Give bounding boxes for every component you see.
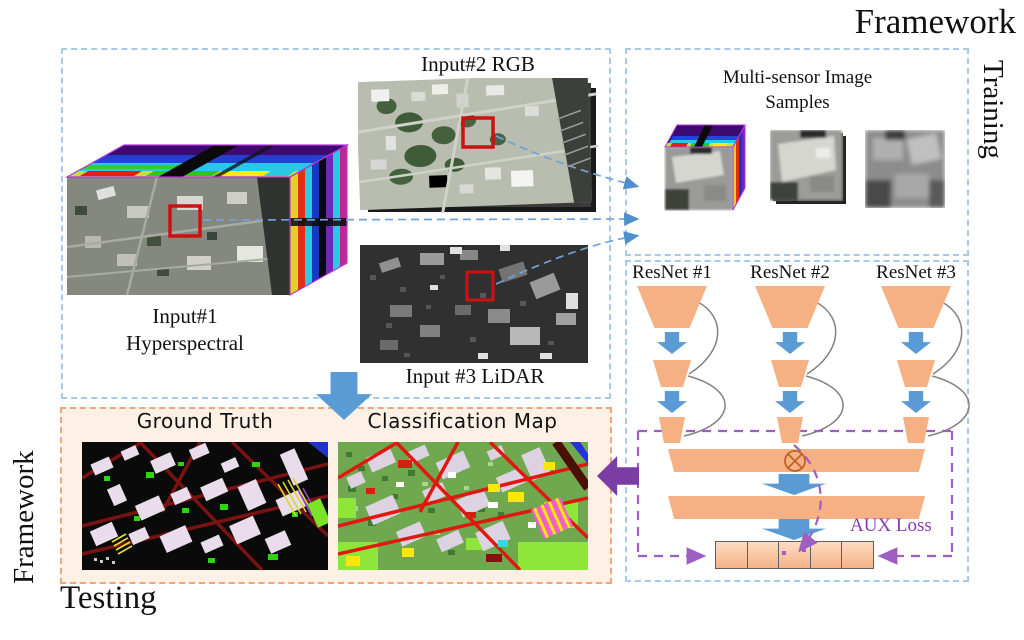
rgb-aerial-image	[358, 78, 598, 213]
resnet3-label: ResNet #3	[876, 262, 956, 283]
roi-red-square	[168, 204, 202, 238]
ground-truth-image	[82, 442, 328, 570]
feature-cell	[715, 541, 748, 569]
sample-lidar-patch-image	[865, 130, 945, 208]
samples-title: Multi-sensor Image Samples	[722, 67, 873, 113]
roi-red-square	[461, 116, 495, 149]
classification-map-image	[338, 442, 588, 570]
feature-cell	[778, 541, 811, 569]
input1-label: Input#1 Hyperspectral	[126, 304, 244, 356]
feature-cell	[809, 541, 843, 569]
figure-title: Framework	[854, 2, 1016, 41]
testing-bottom-label: Testing	[60, 580, 157, 616]
ground-truth-label: Ground Truth	[136, 409, 274, 433]
feature-cell	[746, 541, 780, 569]
resnet2-label: ResNet #2	[750, 262, 830, 283]
feature-cell	[841, 541, 874, 569]
hyperspectral-cube-image	[62, 138, 354, 300]
sample-cube-image	[664, 123, 748, 211]
fusion-bar-1	[668, 449, 925, 472]
output-feature-vector	[715, 541, 874, 569]
training-side-label: Training	[977, 60, 1009, 159]
roi-red-square	[465, 270, 495, 302]
lidar-image	[360, 245, 588, 363]
input2-label: Input#2 RGB	[421, 52, 535, 76]
input3-label: Input #3 LiDAR	[405, 364, 545, 388]
resnet1-label: ResNet #1	[632, 262, 712, 283]
classification-map-label: Classification Map	[367, 409, 558, 433]
aux-loss-label: AUX Loss	[850, 515, 932, 536]
framework-side-label: Framework	[8, 450, 40, 584]
sample-rgb-patch-image	[770, 130, 848, 206]
